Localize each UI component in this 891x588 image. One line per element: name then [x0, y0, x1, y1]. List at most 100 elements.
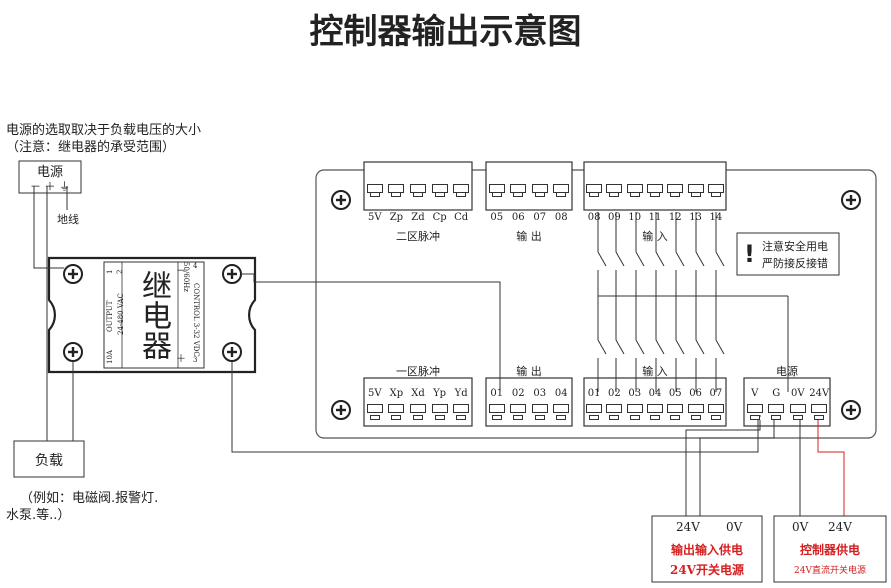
relay-output-range: 24-480 VAC	[117, 293, 125, 335]
terminal-socket	[687, 184, 704, 193]
bottom-group4-caption: 电源	[776, 365, 798, 378]
terminal-pin-label: Cp	[432, 212, 447, 223]
terminal-socket-lip	[609, 193, 620, 197]
terminal-socket	[531, 184, 548, 193]
terminal-pin-label: 07	[709, 388, 723, 399]
terminal-socket-lip	[710, 415, 721, 420]
supply-right-v2: 24V	[828, 520, 852, 534]
terminal-socket	[453, 184, 470, 193]
terminal-socket	[453, 404, 470, 413]
top-group3-caption: 输 入	[642, 230, 668, 243]
terminal-socket	[586, 404, 603, 413]
supply-right-box	[773, 515, 887, 583]
relay-num-4: 4	[193, 262, 198, 270]
bottom-group3-caption: 输 入	[642, 365, 668, 378]
bottom-group1-caption: 一区脉冲	[396, 365, 440, 378]
terminal-socket-lip	[629, 193, 640, 197]
terminal-socket	[388, 404, 405, 413]
terminal-pin-label: 05	[668, 388, 682, 399]
supply-left-v2: 0V	[726, 520, 743, 534]
terminal-pin-label: 24V	[809, 388, 830, 399]
terminal-pin-label: 04	[554, 388, 568, 399]
terminal-socket-lip	[513, 415, 524, 420]
terminal-socket	[626, 184, 643, 193]
terminal-socket	[707, 404, 724, 413]
supply-left-line1: 输出输入供电	[670, 543, 743, 557]
supply-right-v1: 0V	[792, 520, 809, 534]
terminal-pin-label: V	[751, 388, 759, 399]
terminal-socket-lip	[556, 193, 567, 197]
relay-title: 继电器	[136, 270, 171, 360]
supply-right-line1: 控制器供电	[799, 543, 860, 557]
terminal-socket	[488, 404, 505, 413]
terminal-socket	[606, 184, 623, 193]
terminal-pin-label: Yp	[433, 388, 447, 399]
relay-num-2: 2	[116, 269, 124, 274]
terminal-socket	[811, 404, 828, 413]
terminal-pin-label: 02	[511, 388, 525, 399]
terminal-socket	[510, 404, 527, 413]
terminal-socket-lip	[391, 193, 402, 197]
power-box	[18, 160, 82, 194]
power-note-line2: （注意：继电器的承受范围）	[6, 140, 176, 155]
terminal-pin-label: 5V	[368, 212, 382, 223]
terminal-socket-lip	[369, 193, 380, 197]
terminal-pin-label: 10	[628, 212, 642, 223]
terminal-socket-lip	[413, 415, 423, 420]
terminal-socket-lip	[556, 415, 567, 420]
terminal-socket	[488, 184, 505, 193]
terminal-socket	[553, 404, 570, 413]
terminal-socket-lip	[434, 415, 445, 420]
terminal-socket-lip	[491, 193, 502, 197]
warning-box	[736, 232, 840, 276]
terminal-socket-lip	[534, 415, 545, 420]
terminal-socket	[667, 184, 684, 193]
terminal-pin-label: 01	[587, 388, 601, 399]
load-box-label: 负载	[35, 453, 63, 469]
terminal-socket-lip	[670, 415, 681, 420]
terminal-pin-label: 01	[490, 388, 504, 399]
terminal-socket	[746, 404, 763, 413]
power-box-terminals: － ＋ ⏚	[30, 180, 70, 193]
exclamation-icon: !	[744, 240, 755, 268]
terminal-pin-label: 07	[533, 212, 547, 223]
terminal-socket	[626, 404, 643, 413]
relay-current: 10A	[106, 350, 114, 364]
terminal-socket-lip	[670, 193, 681, 197]
terminal-pin-label: 03	[533, 388, 547, 399]
terminal-pin-label: 08	[587, 212, 601, 223]
terminal-socket	[388, 184, 405, 193]
terminal-socket-lip	[690, 415, 701, 420]
terminal-socket-lip	[629, 415, 640, 420]
relay-freq: 50/60Hz	[182, 262, 190, 292]
terminal-pin-label: G	[772, 388, 781, 399]
terminal-socket	[366, 184, 383, 193]
terminal-socket-lip	[609, 415, 620, 420]
terminal-pin-label: 14	[709, 212, 723, 223]
terminal-socket	[553, 184, 570, 193]
terminal-socket	[586, 184, 603, 193]
terminal-pin-label: 06	[689, 388, 702, 399]
terminal-socket	[431, 404, 448, 413]
terminal-socket	[667, 404, 684, 413]
terminal-pin-label: 13	[689, 212, 702, 223]
terminal-socket-lip	[434, 193, 445, 197]
terminal-socket	[647, 184, 663, 193]
terminal-socket-lip	[710, 193, 721, 197]
top-group2-caption: 输 出	[516, 230, 542, 243]
terminal-pin-label: Xd	[411, 388, 425, 399]
terminal-socket-lip	[534, 193, 545, 197]
terminal-pin-label: 06	[511, 212, 525, 223]
terminal-socket	[510, 184, 527, 193]
warning-line1: 注意安全用电	[762, 240, 828, 253]
supply-left-v1: 24V	[676, 520, 700, 534]
warning-line2: 严防接反接错	[762, 257, 828, 270]
terminal-pin-label: 02	[608, 388, 621, 399]
terminal-socket	[410, 404, 426, 413]
terminal-socket-lip	[391, 415, 402, 420]
terminal-pin-label: Zd	[411, 212, 425, 223]
power-note-line1: 电源的选取取决于负载电压的大小	[6, 123, 202, 138]
terminal-socket	[768, 404, 785, 413]
relay-minus: －	[176, 266, 186, 277]
terminal-socket-lip	[814, 415, 825, 420]
